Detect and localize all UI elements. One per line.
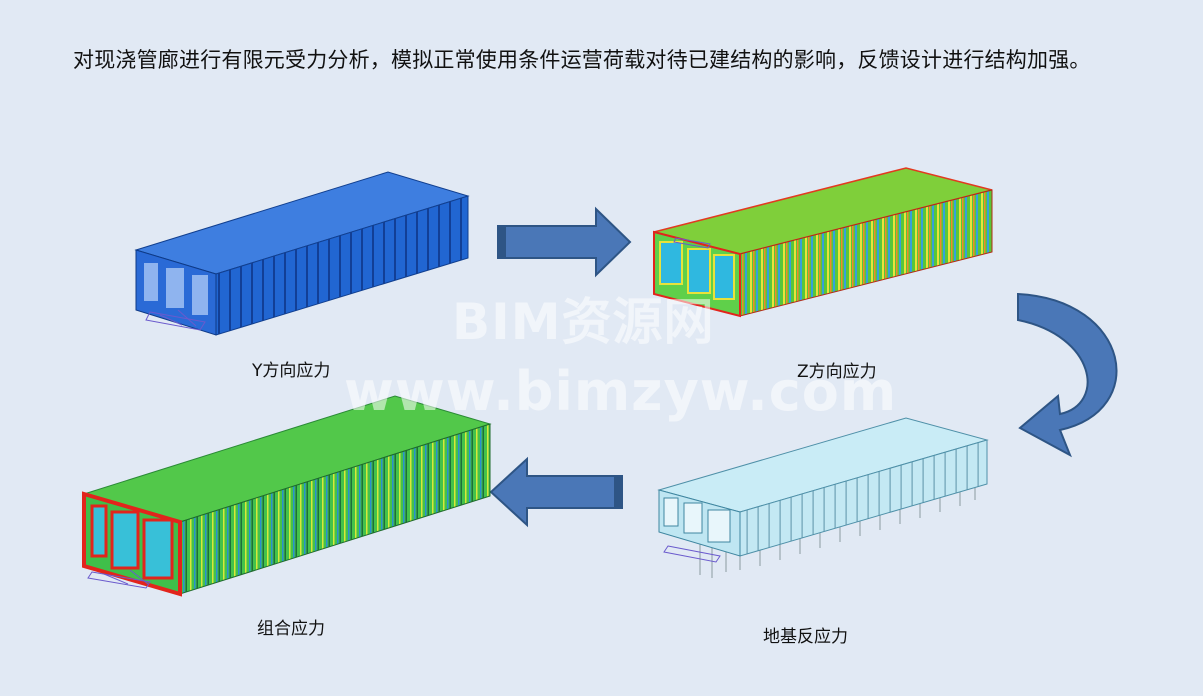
arrow-left-1 (489, 456, 623, 528)
combined-stress-model (82, 395, 492, 597)
caption-foundation-reaction: 地基反应力 (763, 627, 848, 647)
description-paragraph: 对现浇管廊进行有限元受力分析，模拟正常使用条件运营荷载对待已建结构的影响，反馈设… (73, 48, 1091, 72)
caption-y-stress: Y方向应力 (252, 361, 331, 381)
foundation-reaction-model (657, 417, 989, 578)
z-stress-model (653, 167, 993, 318)
arrow-right-1 (497, 206, 632, 278)
watermark-url: www.bimzyw.com (344, 360, 898, 423)
caption-z-stress: Z方向应力 (797, 362, 877, 382)
curved-arrow-down (1017, 292, 1118, 458)
watermark-title: BIM资源网 (452, 293, 715, 351)
y-stress-model (134, 171, 470, 336)
caption-combined-stress: 组合应力 (257, 619, 325, 639)
